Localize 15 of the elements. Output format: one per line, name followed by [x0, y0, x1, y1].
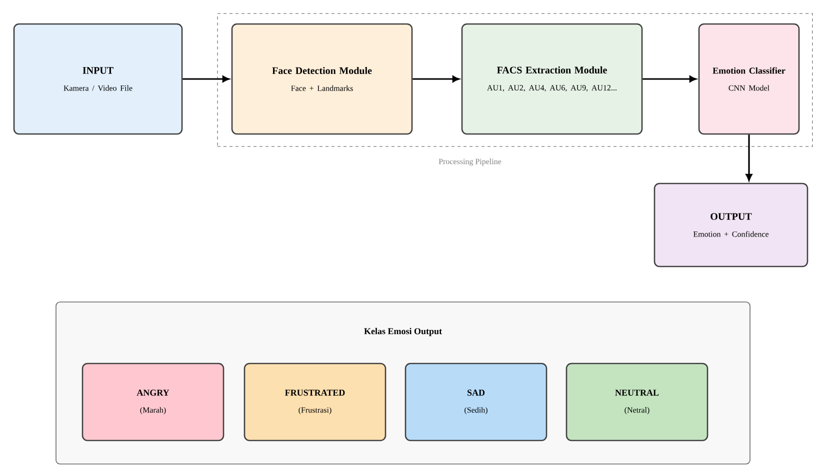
process-box: Face Detection Module Face + Landmarks: [231, 23, 413, 135]
process-box: Emotion Classifier CNN Model: [698, 23, 800, 135]
arrow: [746, 134, 752, 181]
process-box: OUTPUT Emotion + Confidence: [654, 182, 808, 268]
arrow: [412, 76, 460, 82]
emotion-class-box: SAD (Sedih): [404, 362, 548, 442]
arrow: [182, 76, 230, 82]
group-label: Processing Pipeline: [438, 158, 502, 166]
emotion-class-box: NEUTRAL (Netral): [566, 362, 708, 442]
process-box: FACS Extraction Module AU1, AU2, AU4, AU6, AU9, AU12...: [461, 23, 643, 135]
emotion-class-box: ANGRY (Marah): [82, 362, 224, 442]
emotion-class-box: FRUSTRATED (Frustrasi): [244, 362, 386, 442]
process-box: INPUT Kamera / Video File: [13, 23, 183, 135]
panel-title: Kelas Emosi Output: [364, 328, 442, 336]
arrow: [642, 76, 696, 82]
